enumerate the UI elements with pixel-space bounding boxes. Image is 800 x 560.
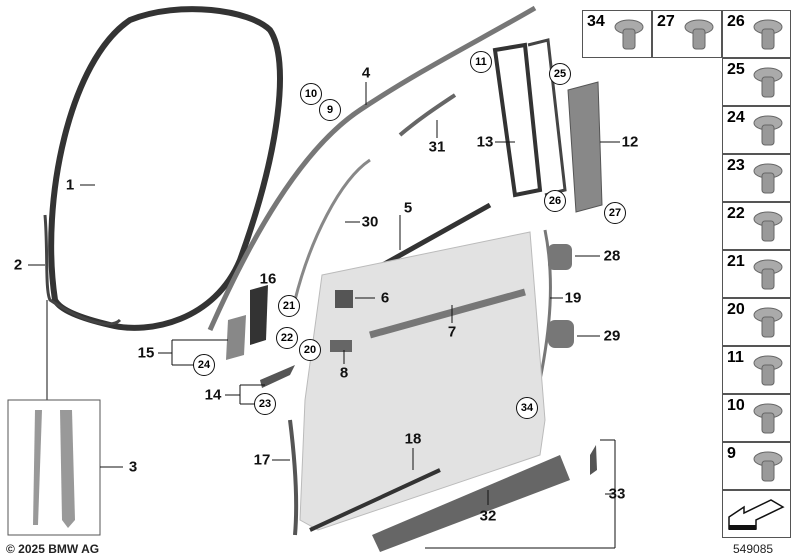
part-cell: 22: [722, 202, 791, 250]
part-cell: 24: [722, 106, 791, 154]
callout-32: 32: [479, 507, 497, 525]
part-cell: 27: [652, 10, 722, 58]
sill-trim: [372, 455, 570, 552]
b-pillar-trim: [567, 81, 603, 213]
callout-17: 17: [253, 451, 271, 469]
reference-arrow-icon: [728, 499, 785, 530]
part-number: 34: [587, 13, 605, 30]
circled-callout-20: 20: [299, 339, 321, 361]
callout-31: 31: [428, 138, 446, 156]
callout-6: 6: [380, 289, 390, 307]
callout-5: 5: [403, 199, 413, 217]
circled-callout-27: 27: [604, 202, 626, 224]
circled-callout-22: 22: [276, 327, 298, 349]
fastener-icon: [753, 307, 783, 338]
circled-callout-9: 9: [319, 99, 341, 121]
fastener-icon: [753, 259, 783, 290]
part-number: 24: [727, 109, 745, 126]
part-number: 10: [727, 397, 745, 414]
callout-33: 33: [608, 485, 626, 503]
window-channel: [207, 5, 537, 332]
copyright: © 2025 BMW AG: [6, 542, 100, 556]
callout-2: 2: [13, 256, 23, 274]
part-number: 27: [657, 13, 675, 30]
part-number: 21: [727, 253, 745, 270]
fastener-icon: [684, 19, 714, 50]
circled-callout-21: 21: [278, 295, 300, 317]
circled-callout-24: 24: [193, 354, 215, 376]
fastener-icon: [753, 451, 783, 482]
part-cell: 20: [722, 298, 791, 346]
seal-strip-2: [43, 214, 122, 326]
part-number: 22: [727, 205, 745, 222]
callout-18: 18: [404, 430, 422, 448]
part-cell: 21: [722, 250, 791, 298]
part-cell: 34: [582, 10, 652, 58]
fastener-icon: [753, 115, 783, 146]
part-cell: 25: [722, 58, 791, 106]
callout-14: 14: [204, 386, 222, 404]
callout-4: 4: [361, 64, 371, 82]
fastener-icon: [753, 19, 783, 50]
part-cell: 23: [722, 154, 791, 202]
callout-13: 13: [476, 133, 494, 151]
part-number: 26: [727, 13, 745, 30]
circled-callout-10: 10: [300, 83, 322, 105]
detail-box-3: [7, 399, 101, 536]
callout-29: 29: [603, 327, 621, 345]
callout-30: 30: [361, 213, 379, 231]
circled-callout-26: 26: [544, 190, 566, 212]
door-seal: [48, 6, 283, 331]
ref-arrow-cell: [722, 490, 791, 538]
callout-3: 3: [128, 458, 138, 476]
callout-19: 19: [564, 289, 582, 307]
callout-7: 7: [447, 323, 457, 341]
circled-callout-34: 34: [516, 397, 538, 419]
b-pillar-frame: [492, 42, 543, 198]
fastener-icon: [753, 355, 783, 386]
fastener-icon: [753, 211, 783, 242]
callout-1: 1: [65, 176, 75, 194]
diagram-number: 549085: [733, 542, 774, 556]
part-cell: 11: [722, 346, 791, 394]
circled-callout-25: 25: [549, 63, 571, 85]
fastener-icon: [753, 67, 783, 98]
fastener-icon: [753, 403, 783, 434]
callout-12: 12: [621, 133, 639, 151]
part-cell: 26: [722, 10, 791, 58]
part-number: 9: [727, 445, 736, 462]
part-number: 23: [727, 157, 745, 174]
circled-callout-23: 23: [254, 393, 276, 415]
part-cell: 10: [722, 394, 791, 442]
part-number: 11: [727, 349, 744, 366]
callout-28: 28: [603, 247, 621, 265]
callout-16: 16: [259, 270, 277, 288]
part-cell: 9: [722, 442, 791, 490]
part-number: 20: [727, 301, 745, 318]
callout-15: 15: [137, 344, 155, 362]
fastener-icon: [753, 163, 783, 194]
callout-8: 8: [339, 364, 349, 382]
circled-callout-11: 11: [470, 51, 492, 73]
part-number: 25: [727, 61, 745, 78]
fastener-icon: [614, 19, 644, 50]
